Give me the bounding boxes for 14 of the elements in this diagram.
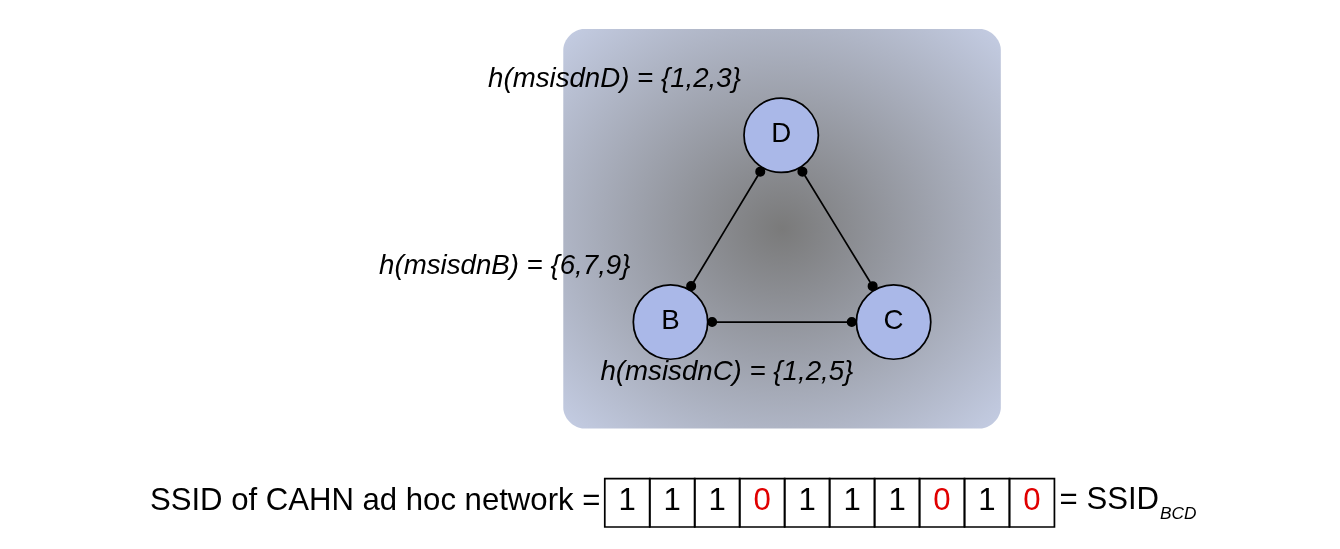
- label: 1: [887, 482, 906, 518]
- label: 0: [1022, 482, 1041, 518]
- node-label: h(msisdnB) = {6,7,9}: [378, 249, 630, 281]
- label: 1: [797, 482, 816, 518]
- label: 1: [663, 482, 681, 518]
- label: 0: [753, 482, 771, 518]
- label: 1: [618, 482, 636, 518]
- label: = SSID$_{BCD}$: [1059, 480, 1196, 523]
- label: 1: [842, 482, 861, 518]
- label: 1: [977, 482, 996, 518]
- node-label: h(msisdnD) = {1,2,3}: [487, 62, 741, 94]
- label: SSID of CAHN ad hoc network =: [149, 482, 600, 518]
- label: 1: [708, 482, 726, 518]
- label: 0: [932, 482, 951, 518]
